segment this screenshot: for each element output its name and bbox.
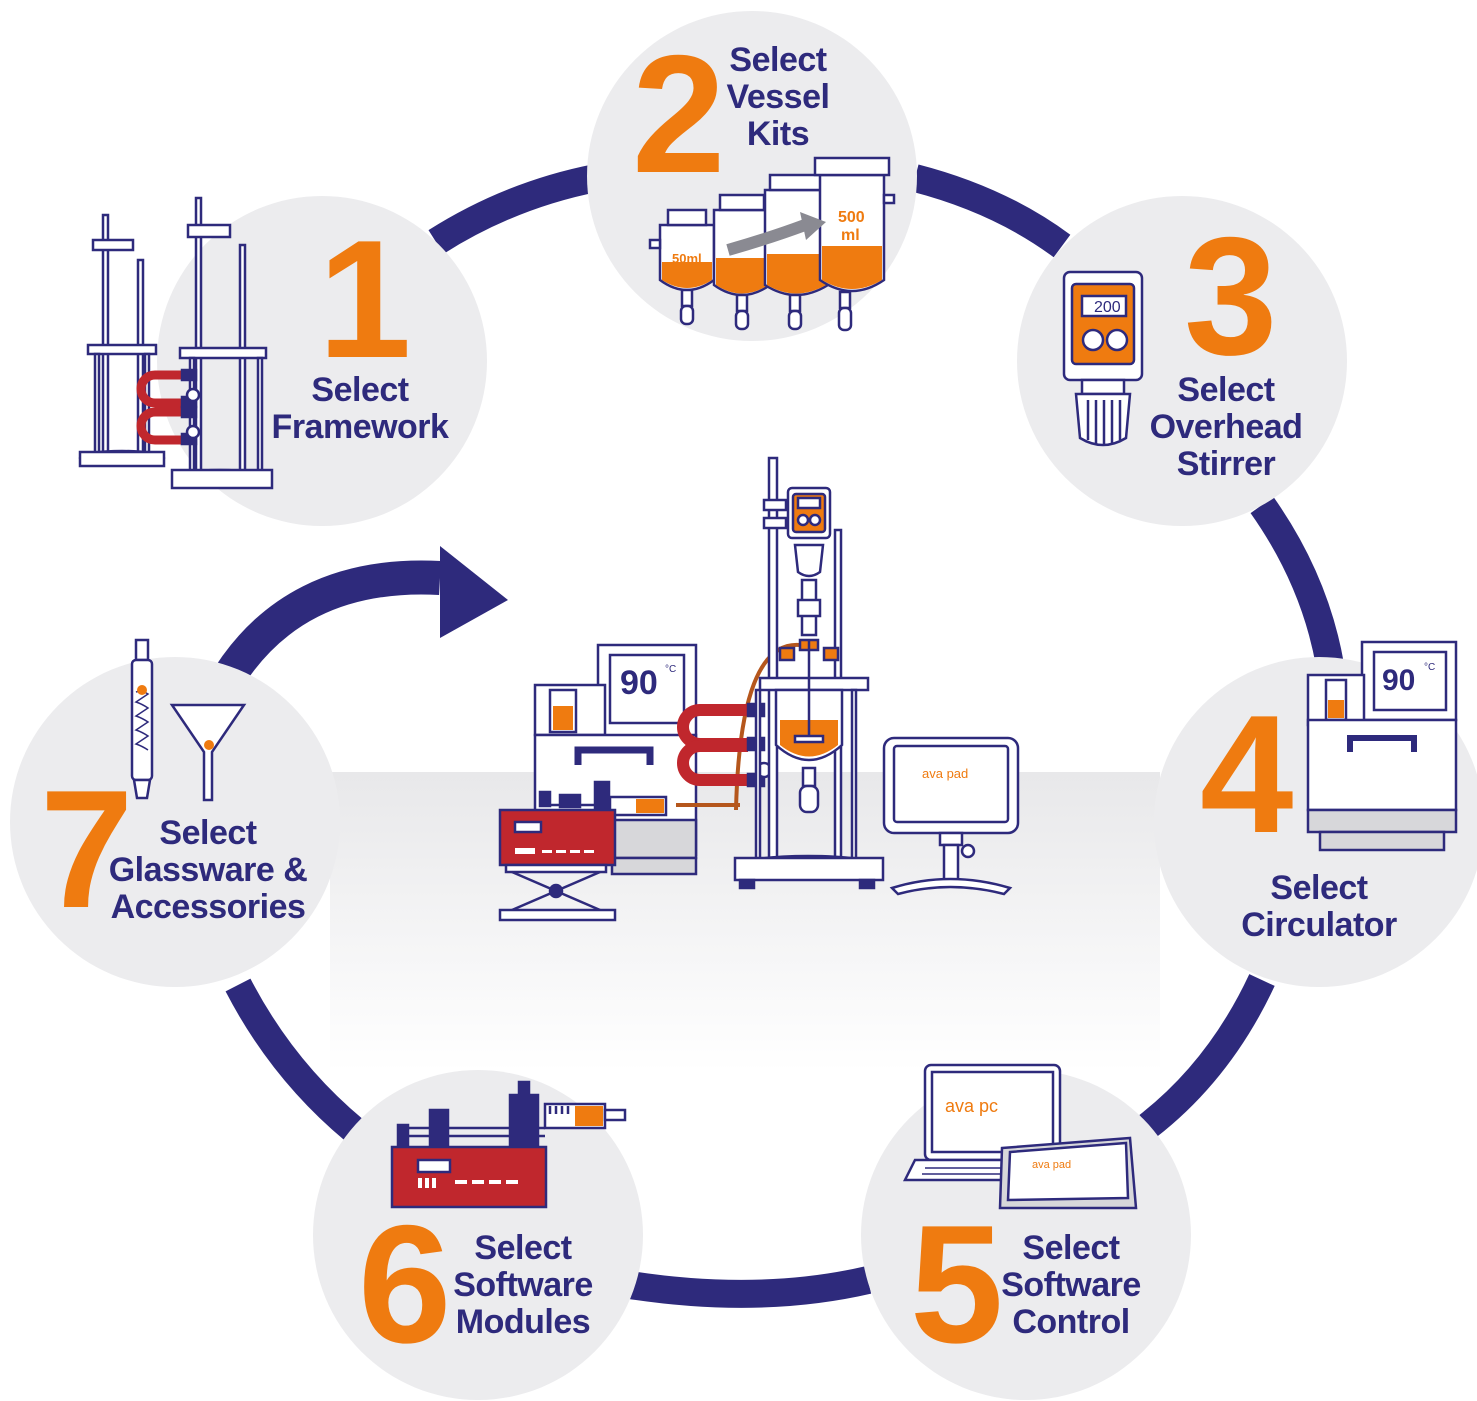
step-1-line-2: Framework bbox=[271, 408, 449, 446]
step-2-label: Select Vessel Kits bbox=[700, 42, 856, 153]
step-6-label: Select Software Modules bbox=[444, 1230, 602, 1341]
step-7-number: 7 bbox=[40, 755, 133, 943]
circulator-display: 90 bbox=[1382, 664, 1415, 697]
step-7-line-2: Glassware & bbox=[108, 851, 308, 889]
step-6-line-1: Select bbox=[474, 1229, 572, 1267]
step-3-line-1: Select bbox=[1177, 371, 1275, 409]
circulator-icon bbox=[1306, 640, 1458, 852]
step-1-number: 1 bbox=[318, 205, 411, 393]
ava-pad-label-small: ava pad bbox=[1032, 1159, 1071, 1171]
center-circulator-unit: °C bbox=[665, 664, 676, 675]
reactor-system-icon bbox=[498, 456, 1020, 922]
step-4-label: Select Circulator bbox=[1226, 870, 1412, 944]
software-control-icon bbox=[902, 1063, 1138, 1210]
step-6-line-2: Software bbox=[453, 1266, 593, 1304]
step-5-line-3: Control bbox=[1012, 1303, 1130, 1341]
step-2-number: 2 bbox=[632, 20, 725, 208]
cycle-arrow-icon bbox=[207, 546, 508, 697]
step-3-label: Select Overhead Stirrer bbox=[1138, 372, 1314, 483]
step-7-line-3: Accessories bbox=[110, 888, 306, 926]
step-3-line-2: Overhead bbox=[1149, 408, 1303, 446]
step-1-label: Select Framework bbox=[262, 372, 458, 446]
step-6-number: 6 bbox=[358, 1190, 451, 1378]
overhead-stirrer-icon bbox=[1062, 270, 1144, 447]
circle-step-7 bbox=[10, 657, 340, 987]
step-7-label: Select Glassware & Accessories bbox=[104, 815, 312, 926]
vessel-large-unit: ml bbox=[841, 227, 860, 244]
ava-pc-label: ava pc bbox=[945, 1096, 998, 1116]
step-6-line-3: Modules bbox=[455, 1303, 591, 1341]
step-5-line-2: Software bbox=[1001, 1266, 1141, 1304]
framework-icon bbox=[78, 196, 274, 490]
step-7-line-1: Select bbox=[159, 814, 257, 852]
floor-shadow bbox=[330, 772, 1160, 1072]
ava-pad-label: ava pad bbox=[922, 766, 968, 781]
step-5-label: Select Software Control bbox=[992, 1230, 1150, 1341]
step-2-line-2: Vessel bbox=[726, 78, 830, 116]
step-1-line-1: Select bbox=[311, 371, 409, 409]
step-3-line-3: Stirrer bbox=[1176, 445, 1276, 483]
vessel-small-label: 50ml bbox=[672, 251, 702, 266]
glassware-icon bbox=[130, 638, 247, 802]
step-5-number: 5 bbox=[910, 1190, 1003, 1378]
step-4-line-2: Circulator bbox=[1241, 906, 1397, 944]
step-4-line-1: Select bbox=[1270, 869, 1368, 907]
vessel-kits-icon bbox=[648, 156, 896, 332]
center-circulator-display: 90 bbox=[620, 664, 658, 702]
step-2-line-3: Kits bbox=[746, 115, 810, 153]
step-3-number: 3 bbox=[1184, 202, 1277, 390]
step-4-number: 4 bbox=[1200, 680, 1293, 868]
step-5-line-1: Select bbox=[1022, 1229, 1120, 1267]
circulator-unit: °C bbox=[1424, 662, 1435, 673]
vessel-large-label: 500 bbox=[838, 209, 865, 226]
stirrer-display: 200 bbox=[1094, 299, 1121, 316]
cycle-ring bbox=[225, 164, 1344, 1308]
step-2-line-1: Select bbox=[729, 41, 827, 79]
syringe-pump-icon bbox=[390, 1080, 627, 1209]
